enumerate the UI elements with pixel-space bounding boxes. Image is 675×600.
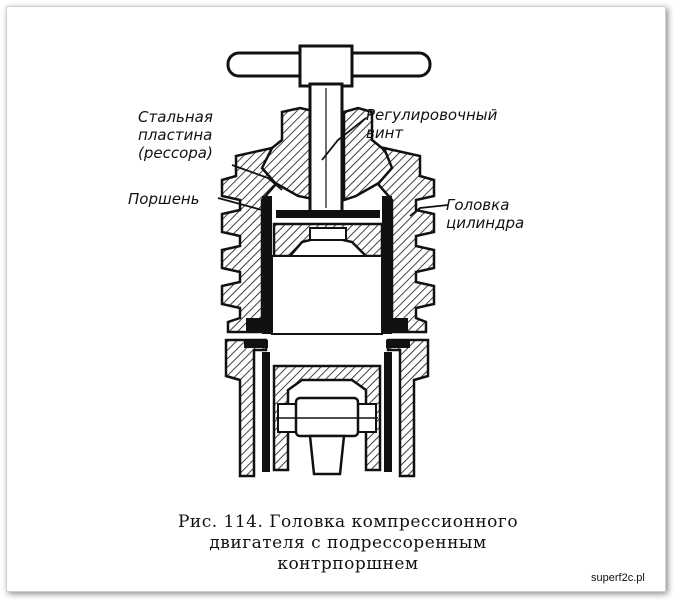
working-piston (272, 364, 382, 476)
t-handle (226, 44, 432, 88)
counter-piston (272, 210, 384, 258)
caption-line-2: двигателя с подрессоренным (209, 533, 487, 553)
adjusting-screw (308, 82, 344, 214)
cylinder-liner (246, 196, 408, 334)
combustion-chamber (271, 255, 383, 335)
cylinder-head (220, 106, 436, 334)
figure-caption: Рис. 114. Головка компрессионного двигат… (118, 512, 578, 575)
crankcase (224, 338, 430, 478)
label-piston: Поршень (128, 190, 200, 208)
caption-line-3: контрпоршнем (277, 554, 419, 574)
label-adjusting-screw: Регулировочный винт (366, 106, 498, 142)
watermark: superf2c.pl (591, 572, 645, 584)
label-cylinder-head: Головка цилиндра (446, 196, 525, 232)
label-steel-plate: Стальная пластина (рессора) (138, 108, 213, 162)
caption-line-1: Рис. 114. Головка компрессионного (177, 512, 519, 532)
leader-lines (217, 117, 449, 217)
